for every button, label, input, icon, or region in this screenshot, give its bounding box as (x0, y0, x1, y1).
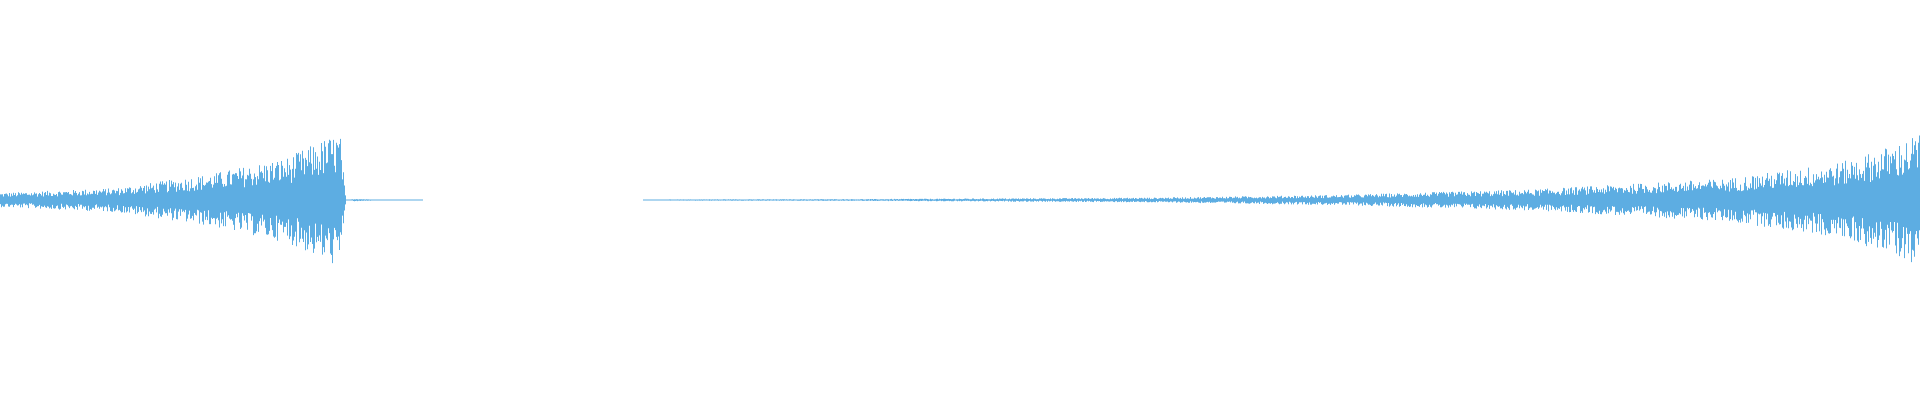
waveform-trace (0, 135, 1920, 264)
